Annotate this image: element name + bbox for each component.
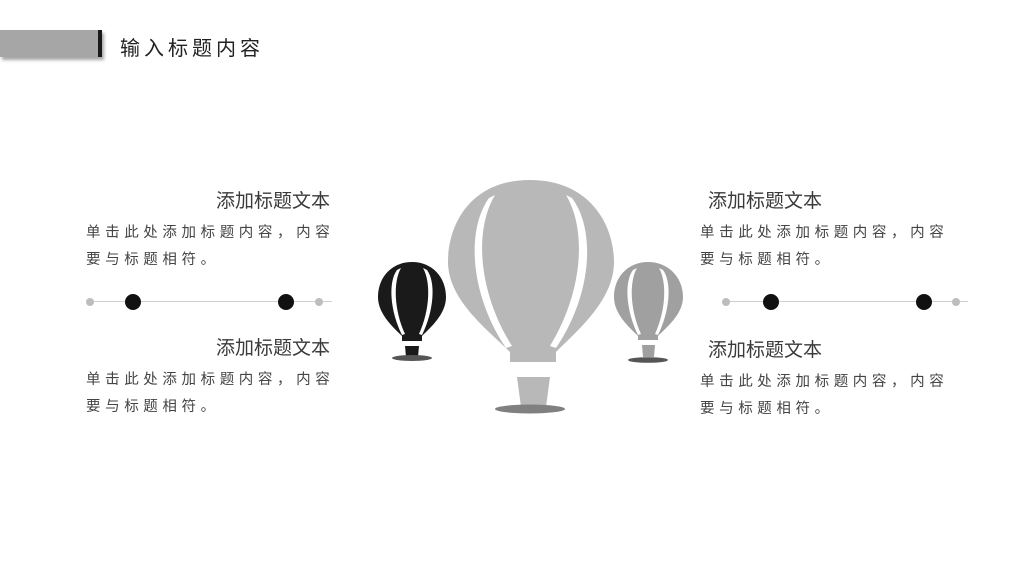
divider-dot-large (125, 294, 141, 310)
divider-line (90, 301, 332, 302)
block-body: 单击此处添加标题内容，内容要与标题相符。 (86, 372, 335, 415)
block-body: 单击此处添加标题内容，内容要与标题相符。 (700, 374, 949, 417)
divider-dot-small (952, 298, 960, 306)
small-black-balloon-icon (378, 262, 446, 361)
block-heading: 添加标题文本 (215, 190, 330, 212)
hot-air-balloon-icon (378, 180, 683, 414)
page-title: 输入标题内容 (120, 36, 264, 60)
divider-dot-small (86, 298, 94, 306)
text-block-top-left: 添加标题文本 单击此处添加标题内容，内容要与标题相符。 (86, 188, 336, 274)
divider-dot-large (278, 294, 294, 310)
divider-dot-small (315, 298, 323, 306)
text-block-top-right: 添加标题文本 单击此处添加标题内容，内容要与标题相符。 (700, 188, 950, 274)
text-block-bottom-left: 添加标题文本 单击此处添加标题内容，内容要与标题相符。 (86, 335, 336, 421)
block-heading: 添加标题文本 (708, 190, 823, 212)
text-block-bottom-right: 添加标题文本 单击此处添加标题内容，内容要与标题相符。 (700, 337, 950, 423)
block-heading: 添加标题文本 (708, 339, 823, 361)
title-accent-bar (0, 30, 102, 57)
divider-dot-small (722, 298, 730, 306)
divider-line (726, 301, 968, 302)
block-body: 单击此处添加标题内容，内容要与标题相符。 (86, 225, 335, 268)
block-body: 单击此处添加标题内容，内容要与标题相符。 (700, 225, 949, 268)
small-gray-balloon-icon (614, 262, 683, 363)
divider-dot-large (916, 294, 932, 310)
divider-right (722, 294, 972, 310)
large-balloon-icon (448, 180, 614, 414)
divider-left (86, 294, 336, 310)
divider-dot-large (763, 294, 779, 310)
block-heading: 添加标题文本 (215, 337, 330, 359)
